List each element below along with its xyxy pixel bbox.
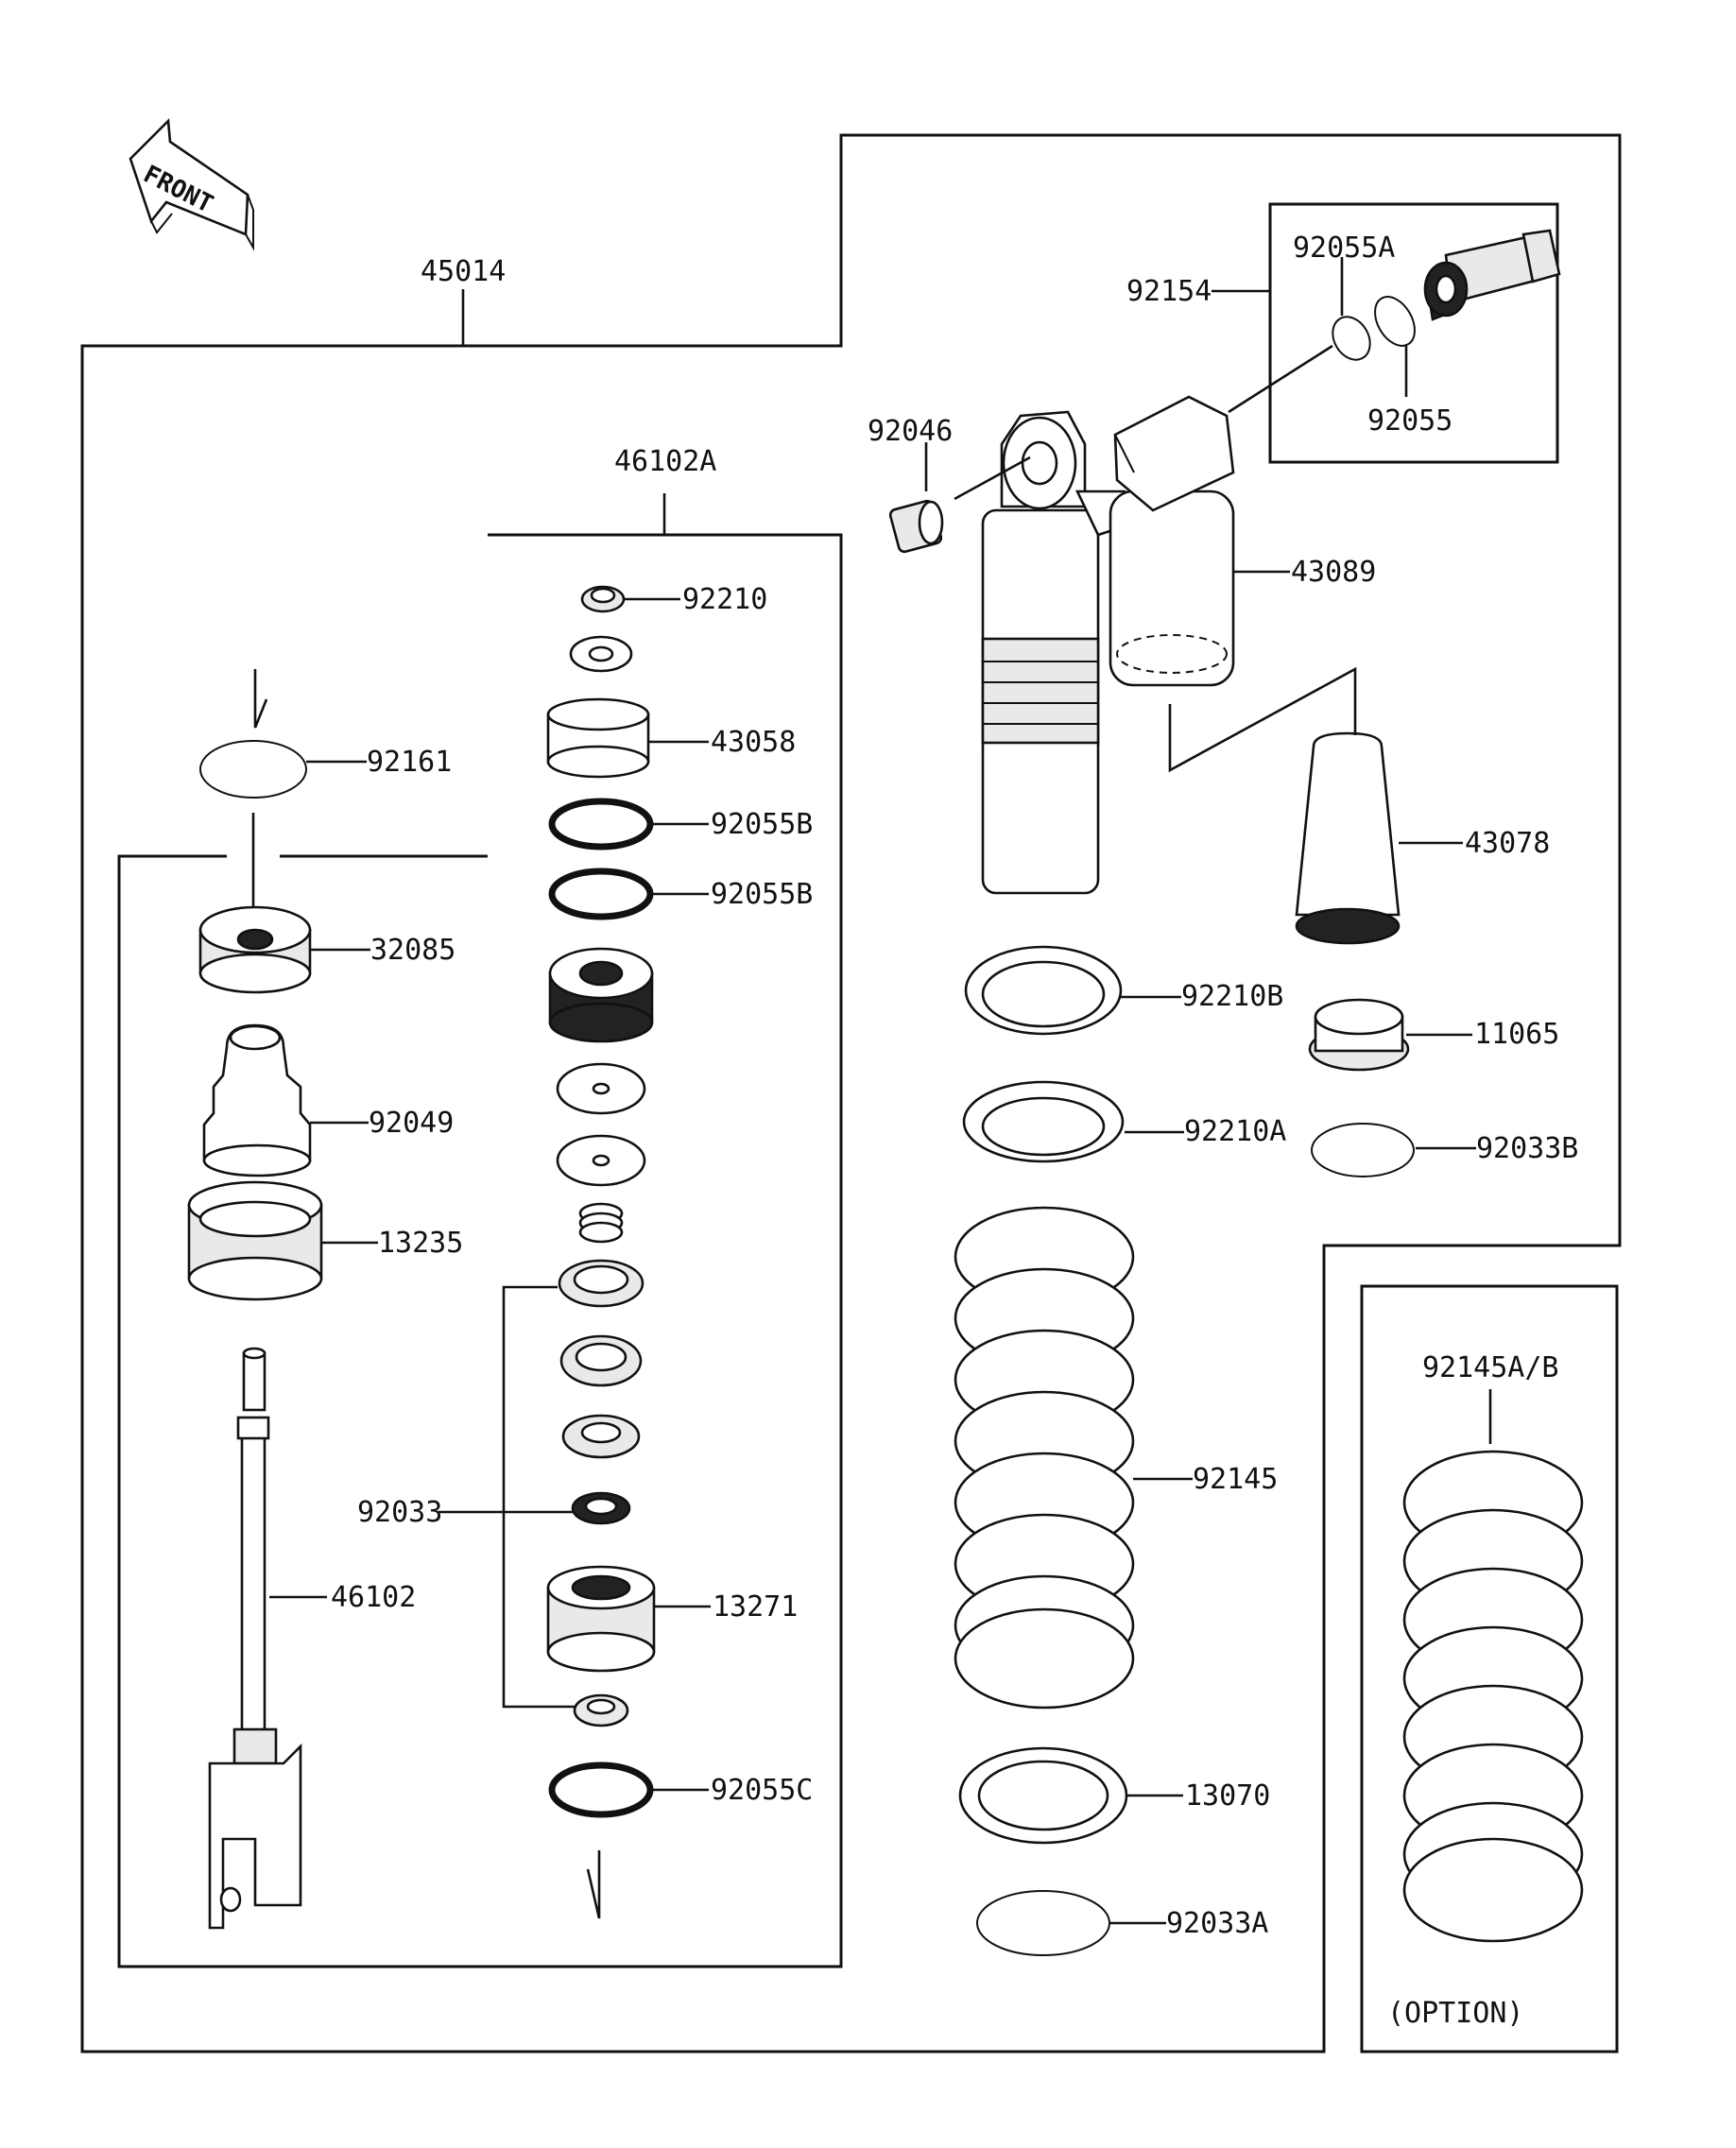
option-note: (OPTION) [1387, 1997, 1524, 2030]
label-11065: 11065 [1474, 1018, 1559, 1051]
cover-32085-icon [187, 1180, 323, 1301]
label-92055: 92055 [1367, 404, 1452, 438]
oring-92055A-icon [1332, 316, 1371, 361]
oring-92055B-1-icon [548, 798, 654, 851]
small-spring-icon [578, 1202, 624, 1244]
piston-rod-46102-icon [208, 1347, 302, 1930]
label-92145AB: 92145A/B [1422, 1351, 1559, 1384]
label-43078: 43078 [1465, 827, 1550, 860]
small-nut-icon [573, 1693, 629, 1727]
cap-11065-icon [1308, 998, 1410, 1072]
label-92055A: 92055A [1293, 232, 1395, 265]
option-spring-frame [1360, 1284, 1619, 2053]
bushing-43058-icon [546, 697, 650, 779]
bump-stop-92161-icon [202, 1023, 312, 1177]
valve-part-icon [1423, 229, 1561, 321]
label-45014: 45014 [421, 255, 506, 288]
bushing-icon [559, 1334, 643, 1387]
label-13235: 13271 [713, 1590, 798, 1624]
label-92049: 92033 [357, 1496, 442, 1529]
label-43058: 43058 [711, 726, 796, 759]
piston-13235-icon [546, 1565, 656, 1673]
label-46102A: 46102A [614, 445, 716, 478]
reservoir-valve-frame [1268, 202, 1559, 464]
nut-92210-icon [580, 585, 626, 613]
label-92161: 92049 [369, 1107, 454, 1140]
piston-rod-assembly-frame [117, 533, 843, 1968]
spring-seat-13271-icon [198, 905, 312, 994]
label-43089: 43089 [1291, 556, 1376, 589]
label-92046: 92046 [868, 415, 953, 448]
seal-92049-icon [571, 1491, 631, 1525]
seal-ring-icon [558, 1259, 645, 1308]
label-13271: 32085 [370, 934, 455, 967]
valve-plate-icon [561, 1414, 641, 1459]
front-arrow-icon: FRONT [129, 118, 254, 251]
washer-icon [569, 635, 633, 673]
label-13070: 13070 [1185, 1779, 1270, 1813]
bladder-43078-icon [1295, 731, 1401, 945]
oring-92055-icon [1374, 296, 1416, 347]
shim-washer-icon [556, 1062, 646, 1115]
label-92055B-2: 92055B [711, 878, 813, 911]
spring-92145-icon [954, 1206, 1135, 1710]
circlip-92033-icon [199, 740, 307, 799]
circlip-92033A-icon [976, 1890, 1110, 1956]
shock-assembly-frame [80, 133, 1622, 2053]
oring-92055B-2-icon [548, 868, 654, 920]
label-46102: 46102 [331, 1581, 416, 1614]
shim-washer-icon [556, 1134, 646, 1187]
locknut-92210A-icon [962, 1080, 1125, 1163]
label-32085: 13235 [378, 1227, 463, 1260]
label-92210A: 92210A [1184, 1115, 1286, 1148]
label-92033: 92161 [367, 746, 452, 779]
label-92154: 92154 [1126, 275, 1212, 308]
circlip-92033B-icon [1311, 1123, 1415, 1177]
label-92033A: 92033A [1166, 1907, 1268, 1940]
bearing-92046-icon [888, 499, 944, 554]
oring-92055C-icon [548, 1761, 654, 1818]
seal-head-icon [548, 947, 654, 1043]
label-92210B: 92210B [1181, 980, 1283, 1013]
spring-seat-13070-icon [958, 1746, 1128, 1845]
label-92055B-1: 92055B [711, 808, 813, 841]
spring-option-92145AB-icon [1402, 1450, 1584, 1943]
locknut-92210B-icon [964, 945, 1123, 1036]
label-92033B: 92033B [1476, 1132, 1578, 1165]
label-92210: 92210 [682, 583, 767, 616]
label-92055C: 92055C [711, 1774, 813, 1807]
reservoir-43089-icon [1109, 395, 1235, 687]
label-92145: 92145 [1193, 1463, 1278, 1496]
